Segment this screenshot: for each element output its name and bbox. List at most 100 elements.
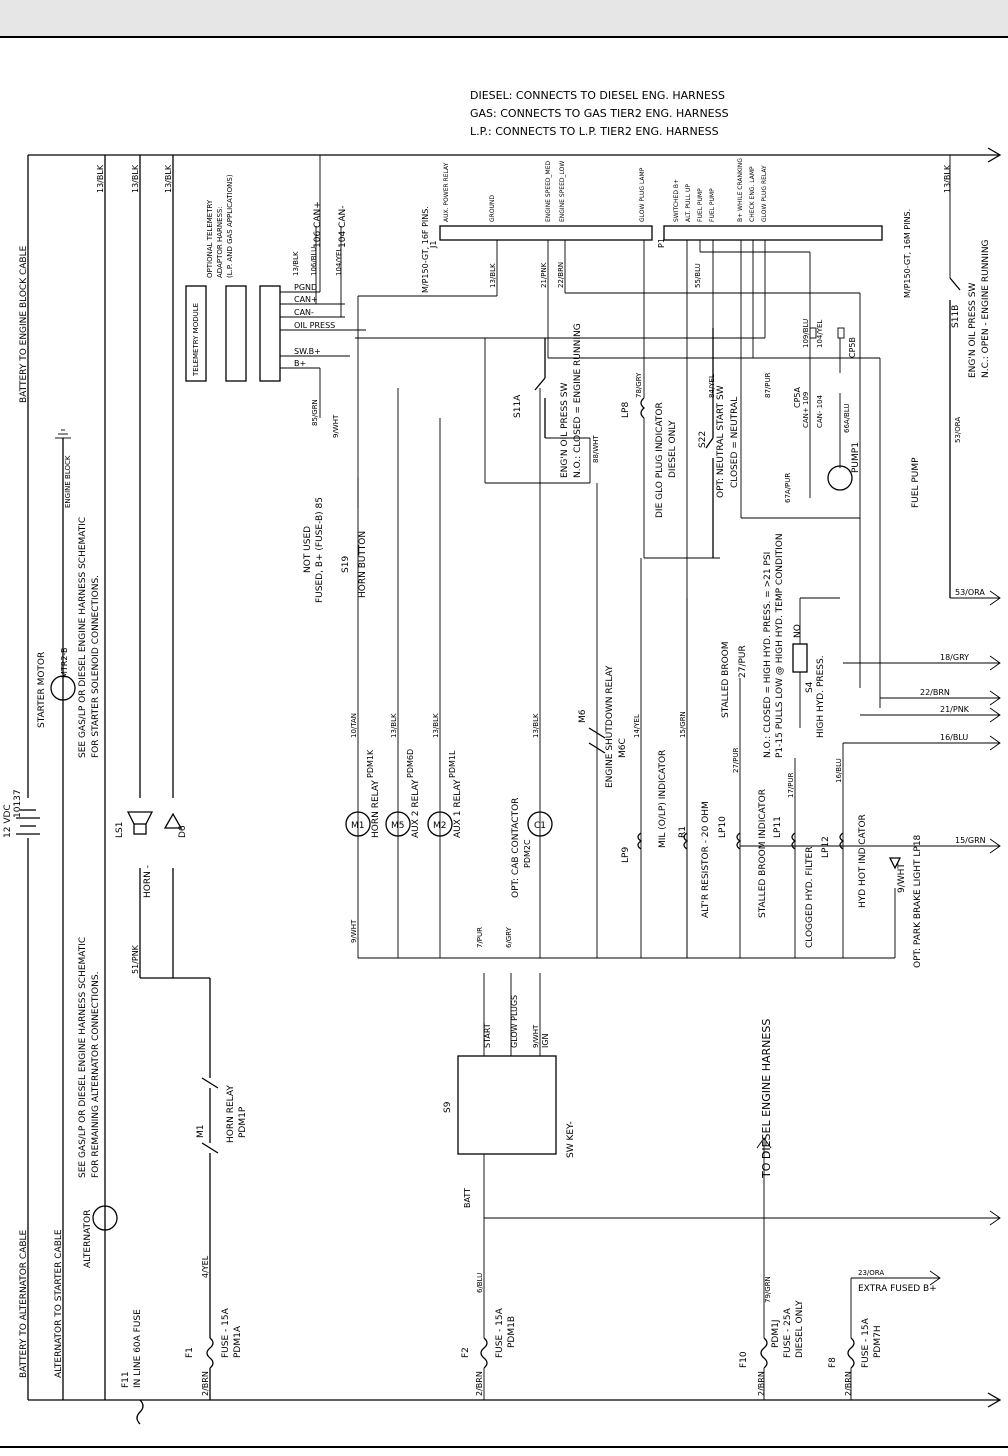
s19-label: HORN BUTTON [358,531,368,598]
lp18-lamp-icon [888,857,902,870]
s11b-id: S11B [951,305,961,328]
bus-wire-label: 2/BRN [475,1371,484,1396]
right-exit-wire: 53/ORA [955,588,985,597]
alternator-starter-cable-label: ALTERNATOR TO STARTER CABLE [54,1229,64,1378]
extra-fused-wire: 23/ORA [858,1269,884,1277]
j1-pin: AUX. POWER RELAY [443,162,450,222]
diode-symbol [163,812,183,829]
telemetry-pin: B+ [294,359,306,368]
power-bus-arrow [987,1392,1002,1408]
lp8-label: DIE GLO PLUG INDICATOR [655,402,665,518]
cp5-wire: 104/YEL [816,320,824,348]
harness-note-lp: L.P.: CONNECTS TO L.P. TIER2 ENG. HARNES… [470,125,719,138]
indicator-id: LP10 [718,816,728,838]
indicator-label: HYD HOT INDICATOR [858,814,868,908]
s11b-label: ENG'N OIL PRESS SW [968,283,978,378]
indicator-id: R1 [678,826,688,838]
switch-s22-symbol [705,328,714,558]
page-header-bar [0,0,1008,38]
fuse-f10-symbol [760,1337,768,1369]
j1-wire: 78/GRY [635,372,643,398]
fuse-f10-id: F10 [739,1351,749,1368]
telemetry-module-box [185,285,207,382]
alternator-note: FOR REMAINING ALTERNATOR CONNECTIONS. [91,972,101,1178]
switch-s11a-symbol [534,338,546,438]
telemetry-pin: CAN- [294,308,314,317]
starter-id: MTR2-B [60,647,69,678]
indicator-label: STALLED BROOM INDICATOR [758,789,768,918]
lp18-wire: 9/WHT [897,863,907,893]
pump-id: PUMP1 [851,442,861,473]
p1-pin: FUEL PUMP [709,188,716,222]
page-footer-rule [0,1446,1008,1448]
s22-id: S22 [698,431,708,448]
relay-pdm: PDM1L [448,750,457,778]
bus-wire-label: 13/BLK [96,164,105,193]
telemetry-pin: SW.B+ [294,347,321,356]
cp5b-id: CP5B [848,337,857,358]
s11a-id: S11A [513,394,523,418]
ground-wire-label: 9/WHT [350,919,358,943]
p1-id: P1 [657,238,666,248]
diesel-harness-arrow [756,1137,772,1149]
relay-wire: 13/BLK [432,713,440,738]
j1-pin: GLOW PLUG LAMP [639,167,646,222]
j1-wire: 13/BLK [489,263,497,288]
m6-id: M6 [578,709,588,723]
harness-note-gas: GAS: CONNECTS TO GAS TIER2 ENG. HARNESS [470,107,729,120]
s4-id: S4 [805,681,815,693]
j1-wire: 22/BRN [557,262,565,288]
bus-wire-label: 2/BRN [201,1371,210,1396]
j1-pin: ENGINE SPEED_LOW [559,161,566,222]
relay-m1-coil [345,811,371,837]
p1-wire: 55/BLU [694,263,702,288]
alternator-symbol [92,1205,118,1231]
telemetry-connector-b [259,285,281,382]
alternator-title: ALTERNATOR [83,1210,93,1268]
horn-relay-m1-label: HORN RELAY [226,1085,236,1143]
p1-pin: GLOW PLUG RELAY [761,165,768,222]
relay-m5-coil [385,811,411,837]
indicator-lamp-icons [637,832,845,850]
s19-id: S19 [341,556,351,573]
j1-spec: M/P150-GT, 16F PINS. [421,206,430,293]
key-pin: START [483,1023,492,1048]
fuse-f10-wire: 79/GRN [764,1276,772,1303]
cp5-wire: 109/BLU [802,319,810,348]
right-exit-wire: 21/PNK [940,705,970,714]
m6-pdm: M6C [618,738,628,758]
s4-no: NO [793,624,803,638]
cp5-wire: 66A/BLU [843,403,851,433]
j1-connector [439,225,653,241]
fuse-f10-label: FUSE - 25A [783,1307,793,1358]
p1-wire: 53/ORA [954,417,962,443]
extra-fused-label: EXTRA FUSED B+ [858,1284,937,1294]
starter-title: STARTER MOTOR [37,652,47,728]
key-switch-label: SW KEY- [566,1121,576,1158]
relay-wire: 10/TAN [350,713,358,738]
relay-label: HORN RELAY [371,780,381,838]
key-wire: 9/WHT [532,1024,540,1048]
fuse-f8-symbol [847,1337,855,1369]
horn-speaker-icon [126,811,154,835]
j1-wire: 21/PNK [540,262,548,288]
battery-number: 10137 [13,789,23,818]
telemetry-wire: 104 CAN- [338,206,348,248]
fuse-f2-pdm: PDM1B [507,1316,517,1348]
cp5-wire: 67A/PUR [784,473,792,503]
telemetry-connector-a [225,285,247,382]
relay-coil-id: M2 [433,821,447,831]
j1-pin: ENGINE SPEED_MED [545,161,552,222]
telemetry-harness-note: (L.P. AND GAS APPLICATIONS) [226,174,234,278]
right-exit-wire: 15/GRN [955,836,986,845]
bus-wire-label: 2/BRN [757,1371,766,1396]
engine-block-label: ENGINE BLOCK [64,455,72,508]
s22-label: OPT: NEUTRAL START SW [716,385,726,498]
m6-label: ENGINE SHUTDOWN RELAY [605,665,615,788]
indicator-wire: 15/GRN [679,711,687,738]
p1-spec: M/P150-GT, 16M PINS. [903,209,912,298]
fuse-f8-label: FUSE - 15A [861,1317,871,1368]
p1-wire: 87/PUR [764,372,772,398]
relay-pdm: PDM1K [366,749,375,778]
fuse-f1-label: FUSE - 15A [221,1307,231,1358]
